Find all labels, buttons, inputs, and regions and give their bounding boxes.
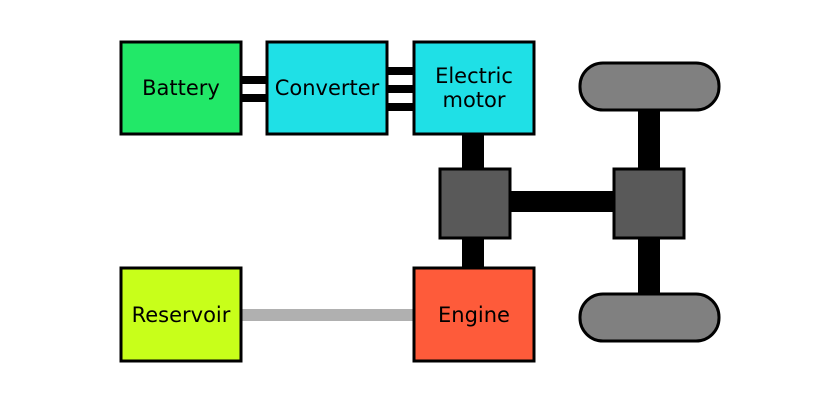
engine-shaft xyxy=(462,237,484,270)
power-split-gearbox xyxy=(438,167,512,240)
engine-box xyxy=(412,266,536,363)
front-wheel-icon xyxy=(578,61,721,112)
battery-converter-link xyxy=(240,76,267,102)
motor-shaft xyxy=(462,134,484,170)
rear-wheel-icon xyxy=(578,292,721,343)
fuel-line xyxy=(240,309,415,321)
electric-motor-box xyxy=(412,40,536,136)
converter-motor-link xyxy=(386,67,414,111)
differential-gearbox xyxy=(612,167,686,240)
battery-box xyxy=(119,40,243,136)
converter-box xyxy=(265,40,389,136)
reservoir-box xyxy=(119,266,243,363)
drive-shaft xyxy=(508,191,616,212)
